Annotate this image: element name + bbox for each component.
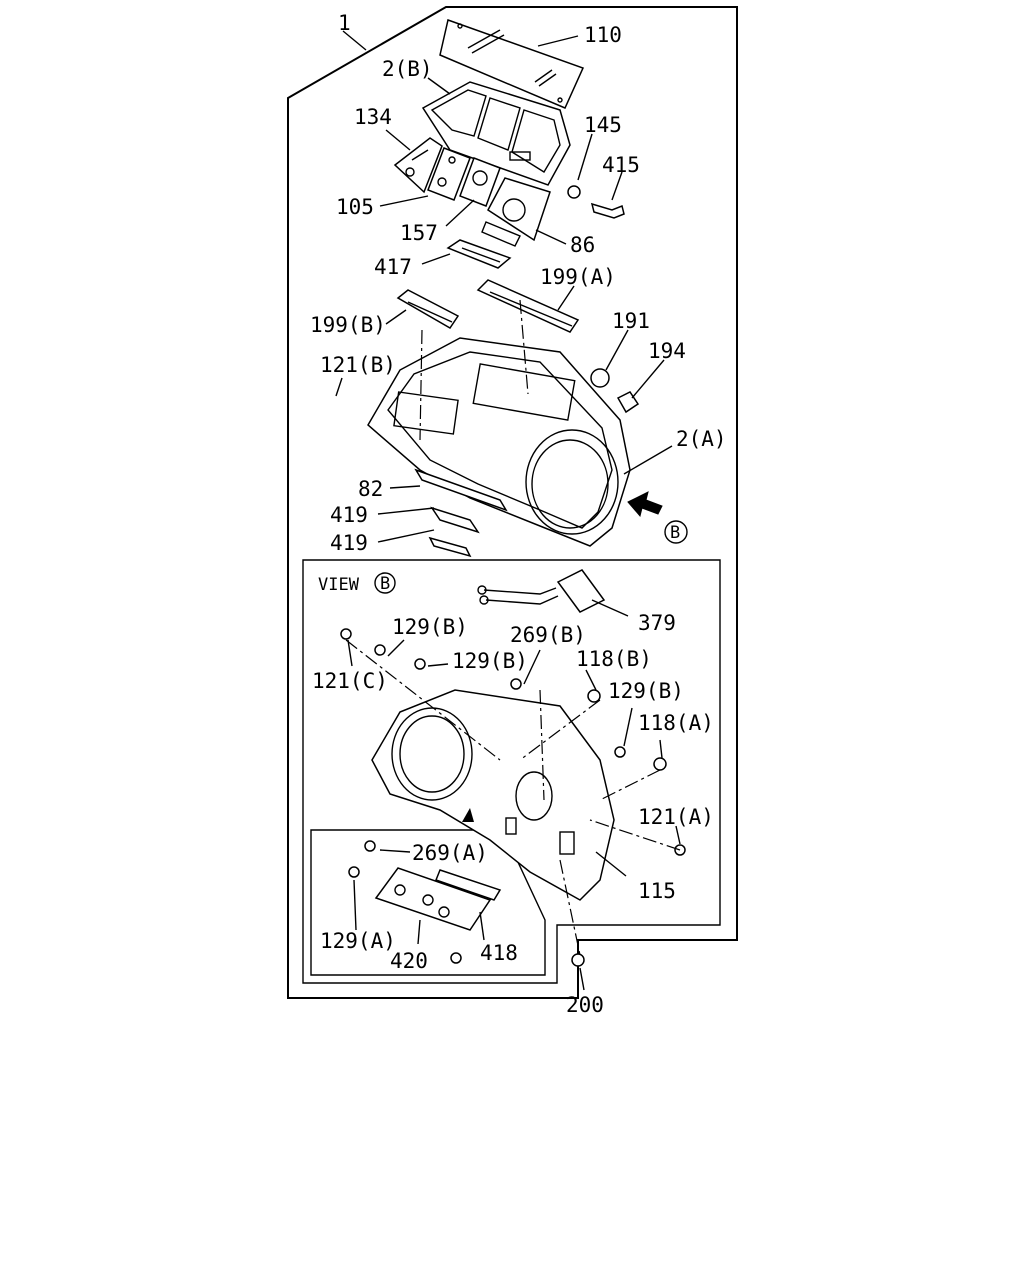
gauge-part-134 (393, 137, 443, 194)
label-118b: 118(B) (576, 647, 652, 671)
gauge-part-157 (459, 157, 501, 207)
label-129b-1: 129(B) (392, 615, 468, 639)
label-86: 86 (570, 233, 595, 257)
assembly-center-lines (345, 299, 681, 956)
label-129b-3: 129(B) (608, 679, 684, 703)
label-419-upper: 419 (330, 503, 368, 527)
label-191: 191 (612, 309, 650, 333)
label-118a: 118(A) (638, 711, 714, 735)
case-part-2a (367, 337, 631, 547)
circuit-board-part-115 (371, 689, 615, 901)
leader-lines (335, 30, 681, 991)
label-121a: 121(A) (638, 805, 714, 829)
label-2a: 2(A) (676, 427, 727, 451)
gauge-part-105 (427, 147, 471, 201)
indicator-strip-part-199a (476, 279, 580, 333)
label-194: 194 (648, 339, 686, 363)
plate-part-420-418 (374, 867, 502, 931)
indicator-strip-part-199b (396, 289, 460, 330)
part-labels: 1 110 2(B) 134 145 415 105 157 86 417 19… (310, 11, 727, 1017)
label-157: 157 (400, 221, 438, 245)
view-title: VIEW (318, 575, 360, 595)
label-415: 415 (602, 153, 640, 177)
label-269b: 269(B) (510, 623, 586, 647)
wire-harness-part-379 (477, 569, 606, 613)
label-419-lower: 419 (330, 531, 368, 555)
label-269a: 269(A) (412, 841, 488, 865)
view-title-ref: B (380, 574, 390, 594)
label-121c: 121(C) (312, 669, 388, 693)
connector-part-417 (446, 239, 512, 269)
view-b-fasteners (340, 628, 686, 967)
label-2b: 2(B) (382, 57, 433, 81)
label-417: 417 (374, 255, 412, 279)
view-direction-arrow (627, 491, 663, 518)
speedometer-part-86 (481, 177, 551, 247)
label-199a: 199(A) (540, 265, 616, 289)
view-ref-marker-text: B (670, 523, 680, 543)
lens-part-110 (439, 19, 585, 109)
label-200: 200 (566, 993, 604, 1017)
assembly-outline (287, 6, 738, 999)
view-b-pointer (462, 808, 474, 822)
label-145: 145 (584, 113, 622, 137)
label-115: 115 (638, 879, 676, 903)
view-b-reference-marker: B (664, 520, 688, 544)
label-134: 134 (354, 105, 392, 129)
label-379: 379 (638, 611, 676, 635)
label-105: 105 (336, 195, 374, 219)
label-110: 110 (584, 23, 622, 47)
label-199b: 199(B) (310, 313, 386, 337)
label-129a: 129(A) (320, 929, 396, 953)
label-420: 420 (390, 949, 428, 973)
bracket-parts-82-419 (414, 468, 508, 558)
label-418: 418 (480, 941, 518, 965)
label-82: 82 (358, 477, 383, 501)
label-assembly: 1 (338, 11, 351, 35)
label-129b-2: 129(B) (452, 649, 528, 673)
label-121b: 121(B) (320, 353, 396, 377)
